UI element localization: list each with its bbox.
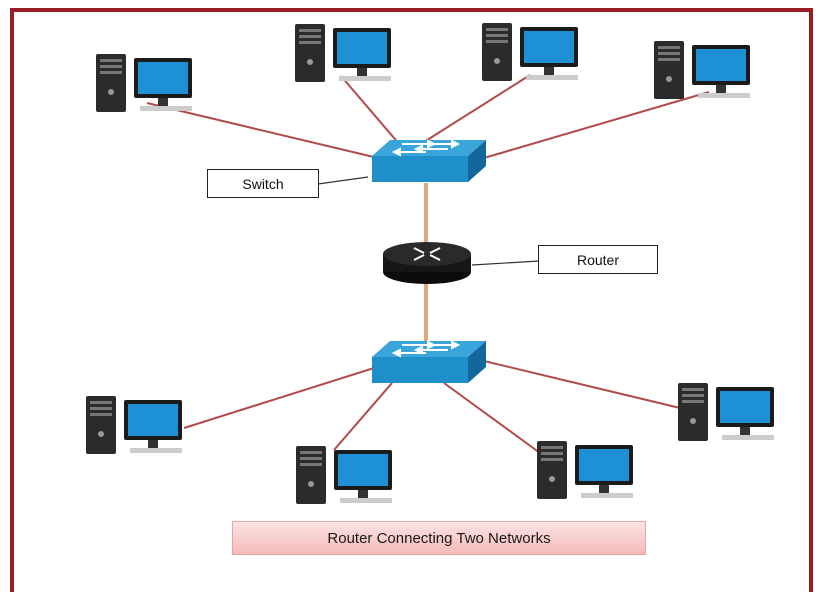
link-pc1-top-switch — [146, 102, 379, 159]
link-pc3-top-switch — [423, 74, 531, 143]
diagram-caption: Router Connecting Two Networks — [232, 521, 646, 555]
link-pc7-bottom-switch — [443, 382, 541, 454]
computer-icon — [537, 441, 633, 499]
bottom-switch-icon — [372, 340, 486, 383]
link-pc8-bottom-switch — [483, 360, 681, 409]
router-label: Router — [538, 245, 658, 274]
computer-icon — [482, 23, 578, 81]
top-switch-icon — [372, 139, 486, 182]
link-pc5-bottom-switch — [183, 367, 375, 429]
link-pc2-top-switch — [340, 75, 401, 146]
switch-label-pointer — [317, 176, 369, 185]
router-icon — [383, 242, 471, 284]
computer-icon — [678, 383, 774, 441]
computer-icon — [86, 396, 182, 454]
computer-icon — [654, 41, 750, 99]
computer-icon — [296, 446, 392, 504]
link-pc4-top-switch — [483, 91, 710, 159]
switch-label: Switch — [207, 169, 319, 198]
computer-icon — [96, 54, 192, 112]
diagram-frame — [10, 8, 813, 592]
link-pc6-bottom-switch — [333, 382, 393, 451]
computer-icon — [295, 24, 391, 82]
router-label-pointer — [471, 260, 540, 266]
